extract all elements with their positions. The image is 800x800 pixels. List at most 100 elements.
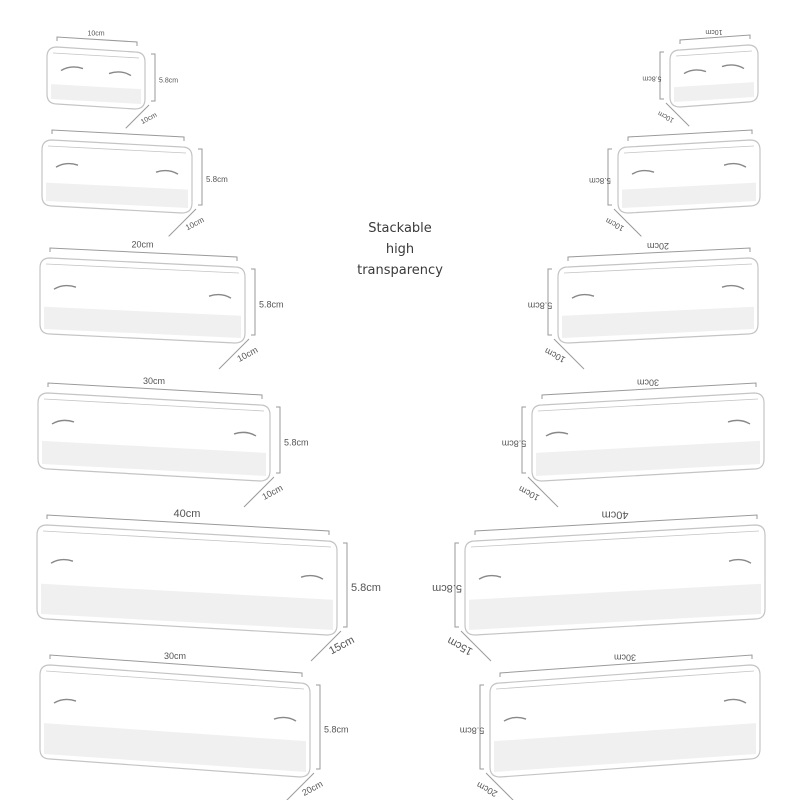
height-dimension-line [316,684,321,770]
width-label: 30cm [164,651,186,661]
storage-box-left-6: 30cm 5.8cm 20cm [39,651,349,800]
depth-dimension-line [286,772,315,800]
width-label: 30cm [143,376,165,386]
depth-label: 20cm [300,779,324,798]
box-floor [46,182,188,208]
box-rim [495,670,755,690]
height-dimension-line [151,53,156,102]
width-label: 40cm [602,508,629,520]
box-floor [536,440,760,476]
box-rim [537,398,759,412]
handle-notch [51,419,75,425]
height-label: 5.8cm [528,301,553,311]
height-label: 5.8cm [324,724,349,734]
width-dimension-line [567,247,751,261]
width-dimension-line [49,654,303,677]
handle-notch [55,162,79,168]
box-rim [623,145,755,154]
depth-dimension-line [243,476,275,508]
height-label: 5.8cm [502,439,527,449]
handle-notch [273,716,297,722]
box-floor [51,84,141,104]
depth-dimension-line [125,104,150,129]
depth-label: 10cm [657,109,676,123]
box-rim [43,398,265,412]
depth-label: 10cm [604,216,626,233]
handle-notch [727,419,751,425]
handle-notch [155,169,179,175]
height-dimension-line [521,406,526,474]
handle-notch [631,169,655,175]
height-label: 5.8cm [284,437,309,447]
box-floor [562,306,754,338]
width-label: 10cm [705,28,722,35]
box-floor [469,583,761,630]
depth-dimension-line [218,338,250,370]
tagline: Stackable high transparency [340,218,460,281]
box-rim [470,530,760,548]
width-dimension-line [51,129,185,141]
handle-notch [50,558,74,564]
height-dimension-line [198,148,203,206]
handle-notch [545,431,569,437]
handle-notch [721,284,745,290]
width-dimension-line [679,34,751,44]
box-rim [563,263,753,274]
width-dimension-line [47,382,263,399]
height-dimension-line [479,684,484,770]
handle-notch [53,698,77,704]
width-label: 30cm [614,652,636,662]
height-label: 5.8cm [642,75,661,82]
handle-notch [571,293,595,299]
width-dimension-line [46,514,330,535]
handle-notch [300,574,324,580]
depth-dimension-line [665,102,690,127]
handle-notch [478,574,502,580]
box-floor [674,82,754,102]
width-label: 30cm [637,377,659,387]
width-dimension-line [56,36,138,46]
width-label: 20cm [647,241,669,251]
handle-notch [728,558,752,564]
box-rim [45,670,305,690]
height-label: 5.8cm [206,175,228,184]
handle-notch [503,716,527,722]
handle-notch [60,66,84,72]
width-dimension-line [627,129,753,141]
height-label: 5.8cm [432,582,462,594]
handle-notch [723,698,747,704]
depth-label: 10cm [260,483,284,502]
handle-notch [683,69,707,75]
handle-notch [208,293,232,299]
height-label: 5.8cm [351,582,381,594]
box-rim [42,530,332,548]
box-floor [41,583,333,630]
tagline-line-2: high [385,242,415,257]
box-rim [675,50,753,57]
storage-box-right-1: 10cm 5.8cm 10cm [642,28,759,127]
height-dimension-line [547,268,552,336]
width-label: 10cm [87,31,104,38]
height-dimension-line [276,406,281,474]
depth-dimension-line [613,208,642,237]
depth-label: 15cm [327,634,356,657]
height-label: 5.8cm [589,176,611,185]
box-floor [44,306,241,338]
depth-label: 10cm [140,112,159,126]
depth-dimension-line [168,208,197,237]
height-dimension-line [607,148,612,206]
height-dimension-line [454,542,459,628]
handle-notch [721,64,745,70]
depth-dimension-line [310,630,342,662]
depth-label: 15cm [445,634,474,657]
box-rim [47,145,187,154]
depth-label: 10cm [235,345,259,364]
box-floor [44,723,306,772]
